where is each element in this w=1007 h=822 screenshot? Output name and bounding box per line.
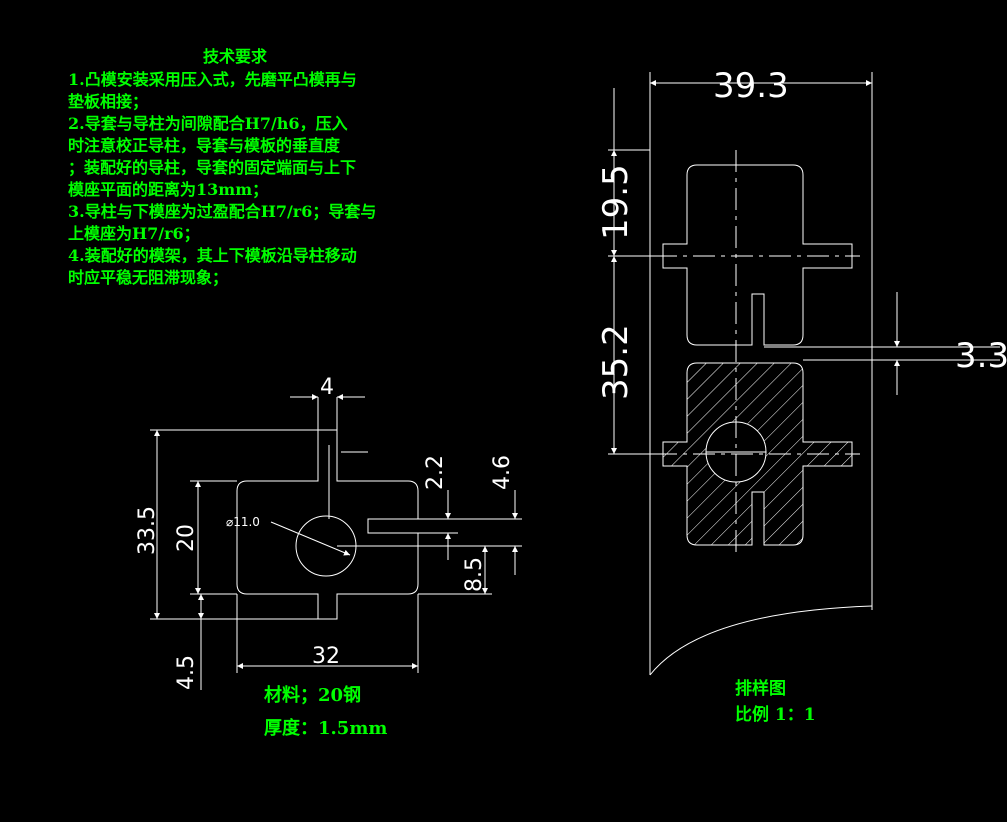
dim-top-width: 4	[320, 375, 334, 400]
tech-req-line: 3.导柱与下模座为过盈配合H7/r6；导套与	[68, 202, 376, 221]
tech-req-line: 时应平稳无阻滞现象；	[68, 268, 228, 287]
tech-req-line: 4.装配好的模架，其上下模板沿导柱移动	[68, 246, 357, 265]
tech-req-line: 2.导套与导柱为间隙配合H7/h6，压入	[68, 114, 348, 133]
tech-req-line: 垫板相接；	[68, 92, 148, 111]
tech-req-line: 模座平面的距离为13mm；	[68, 180, 268, 199]
strip-layout-drawing	[608, 72, 1000, 676]
tech-requirements-title: 技术要求	[203, 47, 268, 66]
dim-pitch: 19.5	[596, 164, 636, 240]
dim-4-6: 4.6	[490, 455, 515, 490]
dim-diameter: ⌀11.0	[226, 515, 260, 529]
tech-req-line: 1.凸模安装采用压入式，先磨平凸模再与	[68, 70, 357, 89]
part-notes: 材料；20钢 厚度：1.5mm	[264, 684, 387, 739]
dim-4-5: 4.5	[174, 655, 199, 690]
dim-height-total: 33.5	[135, 506, 160, 555]
thickness-label: 厚度：1.5mm	[264, 717, 387, 739]
layout-dimension-texts: 39.3 19.5 35.2 3.3	[596, 66, 1007, 400]
part-drawing	[150, 394, 522, 690]
dim-step: 35.2	[596, 324, 636, 400]
layout-scale: 比例 1：1	[735, 704, 816, 725]
blank-outline-lower	[662, 362, 853, 546]
dim-2-2: 2.2	[423, 455, 448, 490]
blank-outline-upper	[662, 164, 853, 346]
tech-req-line: 上模座为H7/r6；	[68, 224, 200, 243]
layout-title: 排样图	[735, 678, 786, 699]
part-dimension-texts: 4 33.5 20 ⌀11.0 2.2 4.6 8.5 4.5 32	[135, 375, 515, 690]
dim-height-body: 20	[174, 524, 199, 552]
tech-req-line: 时注意校正导柱，导套与模板的垂直度	[68, 136, 341, 155]
strip-break-line	[649, 605, 873, 676]
dim-width: 32	[312, 644, 340, 669]
material-label: 材料；20钢	[264, 684, 361, 706]
dim-8-5: 8.5	[462, 557, 487, 592]
dim-gap: 3.3	[955, 336, 1007, 376]
diameter-leader	[270, 521, 351, 556]
dim-strip-width: 39.3	[713, 66, 789, 106]
part-outline	[236, 429, 419, 620]
tech-req-line: ；装配好的导柱，导套的固定端面与上下	[68, 158, 356, 177]
layout-notes: 排样图 比例 1：1	[735, 678, 816, 725]
tech-requirements: 技术要求 1.凸模安装采用压入式，先磨平凸模再与 垫板相接； 2.导套与导柱为间…	[68, 47, 376, 287]
